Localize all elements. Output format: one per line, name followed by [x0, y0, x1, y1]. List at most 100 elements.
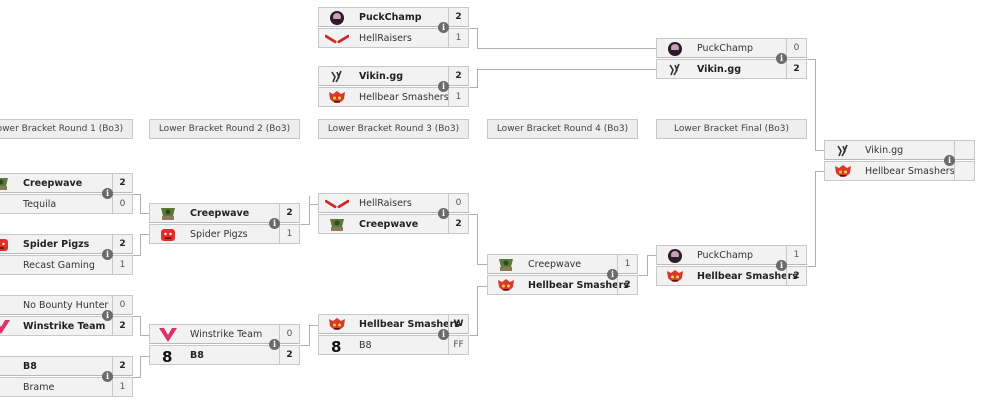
connector: [132, 234, 149, 256]
team-score: 2: [448, 8, 468, 26]
team-row[interactable]: Creepwave 2: [318, 214, 469, 234]
team-score: 1: [617, 255, 637, 273]
team-name[interactable]: Creepwave: [190, 208, 250, 219]
vikin-logo-icon: [325, 69, 349, 85]
team-row[interactable]: PuckChamp 0: [656, 38, 807, 58]
team-name[interactable]: Recast Gaming: [23, 260, 95, 271]
hellraisers-logo-icon: [325, 196, 349, 212]
team-row[interactable]: 8 B8 2: [149, 345, 300, 365]
team-name[interactable]: PuckChamp: [359, 12, 422, 23]
team-score: W: [448, 315, 468, 333]
team-name[interactable]: HellRaisers: [359, 198, 412, 209]
b8-logo-icon: 8: [156, 348, 180, 364]
match-info-icon[interactable]: i: [269, 218, 280, 229]
team-row[interactable]: Hellbear Smashers: [824, 161, 975, 181]
match-info-icon[interactable]: i: [102, 310, 113, 321]
team-name[interactable]: B8: [359, 340, 372, 351]
puckchamp-logo-icon: [663, 248, 687, 264]
team-row[interactable]: PuckChamp 2: [318, 7, 469, 27]
team-name[interactable]: No Bounty Hunter: [23, 300, 109, 311]
match-info-icon[interactable]: i: [102, 249, 113, 260]
team-score: 2: [617, 276, 637, 294]
team-name[interactable]: Creepwave: [359, 219, 419, 230]
team-name[interactable]: HellRaisers: [359, 33, 412, 44]
match-info-icon[interactable]: i: [102, 188, 113, 199]
team-score: FF: [448, 336, 468, 354]
match-info-icon[interactable]: i: [776, 53, 787, 64]
team-name[interactable]: Winstrike Team: [190, 329, 263, 340]
team-score: 2: [279, 204, 299, 222]
match-info-icon[interactable]: i: [102, 371, 113, 382]
team-name[interactable]: Hellbear Smashers: [865, 166, 955, 177]
match-info-icon[interactable]: i: [269, 339, 280, 350]
team-score: 0: [786, 39, 806, 57]
team-name[interactable]: Hellbear Smashers: [528, 280, 629, 291]
team-row[interactable]: Creepwave 2: [149, 203, 300, 223]
match-info-icon[interactable]: i: [438, 22, 449, 33]
spiderpigzs-logo-icon: [156, 227, 180, 243]
team-name[interactable]: Creepwave: [23, 178, 83, 189]
team-name[interactable]: PuckChamp: [697, 250, 754, 261]
team-name[interactable]: Tequila: [23, 199, 57, 210]
match-info-icon[interactable]: i: [607, 269, 618, 280]
team-name[interactable]: Brame: [23, 382, 55, 393]
team-name[interactable]: Vikin.gg: [359, 71, 403, 82]
team-name[interactable]: Spider Pigzs: [190, 229, 248, 240]
creepwave-logo-icon: [0, 176, 13, 192]
match-info-icon[interactable]: i: [438, 208, 449, 219]
round-header-lb-r3: Lower Bracket Round 3 (Bo3): [318, 119, 469, 139]
connector: [300, 204, 318, 225]
team-name[interactable]: Vikin.gg: [697, 64, 741, 75]
team-name[interactable]: PuckChamp: [697, 43, 754, 54]
team-score: 0: [112, 195, 132, 213]
team-row[interactable]: Spider Pigzs 2: [0, 234, 133, 254]
match-info-icon[interactable]: i: [776, 260, 787, 271]
team-score: 2: [448, 215, 468, 233]
match-info-icon[interactable]: i: [944, 155, 955, 166]
connector: [638, 255, 656, 276]
match-info-icon[interactable]: i: [438, 329, 449, 340]
match-info-icon[interactable]: i: [438, 81, 449, 92]
team-name[interactable]: B8: [23, 361, 37, 372]
team-score: 2: [279, 346, 299, 364]
team-row[interactable]: Creepwave 1: [487, 254, 638, 274]
team-name[interactable]: Spider Pigzs: [23, 239, 90, 250]
team-row[interactable]: Vikin.gg: [824, 140, 975, 160]
team-name[interactable]: B8: [190, 350, 204, 361]
team-name[interactable]: Creepwave: [528, 259, 582, 270]
team-name[interactable]: Winstrike Team: [23, 321, 106, 332]
team-row[interactable]: Tequila 0: [0, 194, 133, 214]
team-row[interactable]: Winstrike Team 2: [0, 316, 133, 336]
round-header-lb-final: Lower Bracket Final (Bo3): [656, 119, 807, 139]
team-name[interactable]: Hellbear Smashers: [359, 319, 460, 330]
team-name[interactable]: Vikin.gg: [865, 145, 904, 156]
team-score: 2: [112, 317, 132, 335]
team-name[interactable]: Hellbear Smashers: [359, 92, 449, 103]
team-score: [954, 162, 974, 180]
team-score: 2: [112, 235, 132, 253]
team-name[interactable]: Hellbear Smashers: [697, 271, 798, 282]
